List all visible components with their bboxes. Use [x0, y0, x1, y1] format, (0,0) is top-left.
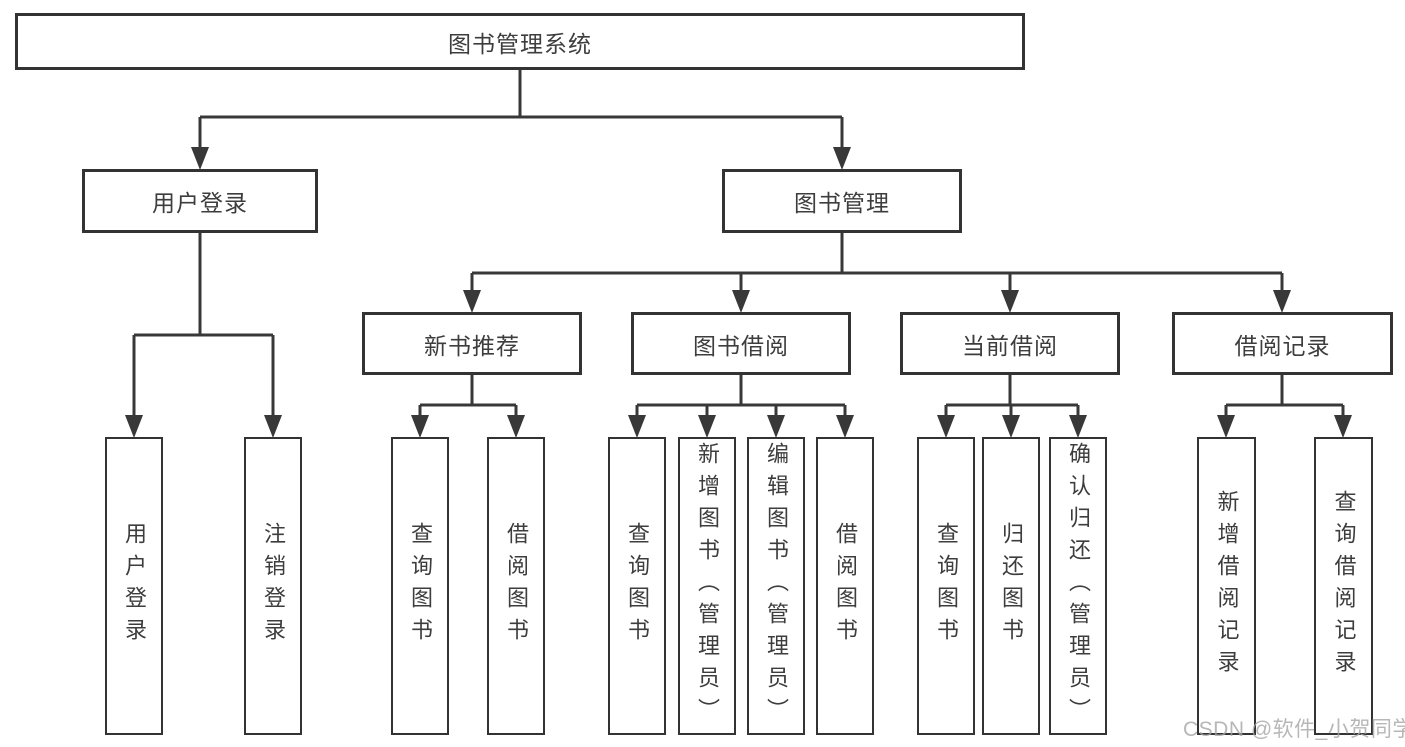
- leaf-borrow-books-recommend: 借阅图书: [487, 437, 545, 735]
- node-label: 用户登录: [122, 522, 147, 650]
- node-user-login: 用户登录: [82, 169, 318, 233]
- leaf-query-books-current: 查询图书: [917, 437, 975, 735]
- node-label: 新书推荐: [424, 332, 520, 359]
- leaf-confirm-return-admin: 确认归还（管理员）: [1049, 437, 1107, 735]
- node-label: 图书借阅: [693, 332, 789, 359]
- node-label: 注销登录: [261, 522, 286, 650]
- node-label: 归还图书: [999, 522, 1024, 650]
- node-label: 图书管理: [794, 190, 890, 216]
- node-current-borrowing: 当前借阅: [900, 312, 1120, 375]
- leaf-borrow-books-borrowing: 借阅图书: [816, 437, 874, 735]
- leaf-query-books-borrowing: 查询图书: [608, 437, 666, 735]
- node-label: 查询图书: [625, 522, 650, 650]
- leaf-query-borrow-record: 查询借阅记录: [1314, 437, 1373, 735]
- leaf-user-login: 用户登录: [105, 437, 163, 735]
- leaf-return-books: 归还图书: [982, 437, 1040, 735]
- leaf-query-books-recommend: 查询图书: [391, 437, 449, 735]
- node-label: 用户登录: [152, 190, 248, 216]
- node-label: 借阅记录: [1234, 332, 1331, 359]
- node-borrowing-records: 借阅记录: [1172, 312, 1393, 375]
- node-label: 编辑图书（管理员）: [764, 442, 789, 730]
- node-label: 新增借阅记录: [1214, 490, 1240, 682]
- node-label: 查询图书: [934, 522, 959, 650]
- node-new-book-recommendation: 新书推荐: [362, 312, 582, 375]
- csdn-watermark: CSDN @软件_小贺同学: [1183, 718, 1405, 741]
- node-label: 新增图书（管理员）: [695, 442, 720, 730]
- node-book-management: 图书管理: [722, 169, 962, 233]
- node-label: 当前借阅: [962, 332, 1058, 359]
- node-book-borrowing: 图书借阅: [631, 312, 851, 375]
- node-library-management-system: 图书管理系统: [15, 13, 1025, 70]
- node-label: 借阅图书: [504, 522, 529, 650]
- node-label: 确认归还（管理员）: [1066, 442, 1091, 730]
- node-label: 查询图书: [408, 522, 433, 650]
- node-label: 图书管理系统: [448, 30, 592, 57]
- leaf-add-books-admin: 新增图书（管理员）: [678, 437, 736, 735]
- leaf-add-borrow-record: 新增借阅记录: [1197, 437, 1256, 735]
- leaf-logout: 注销登录: [244, 437, 302, 735]
- node-label: 查询借阅记录: [1331, 490, 1357, 682]
- node-label: 借阅图书: [833, 522, 858, 650]
- leaf-edit-books-admin: 编辑图书（管理员）: [747, 437, 805, 735]
